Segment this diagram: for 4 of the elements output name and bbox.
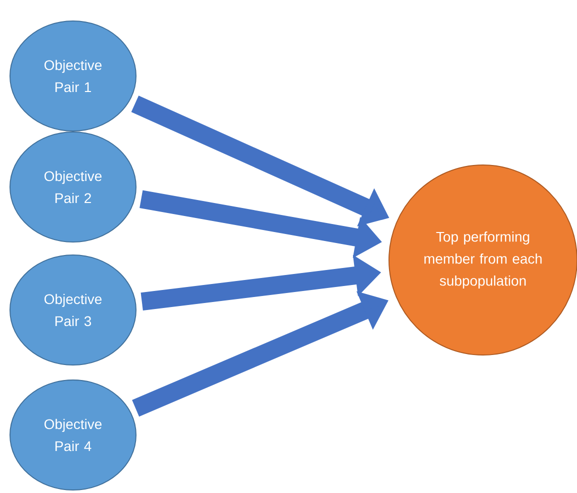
circle-node: Objective Pair 4 (10, 380, 136, 490)
circle-node: Objective Pair 3 (10, 254, 136, 366)
circle-node: Objective Pair 1 (10, 20, 136, 132)
circle-node: Objective Pair 2 (10, 132, 136, 242)
